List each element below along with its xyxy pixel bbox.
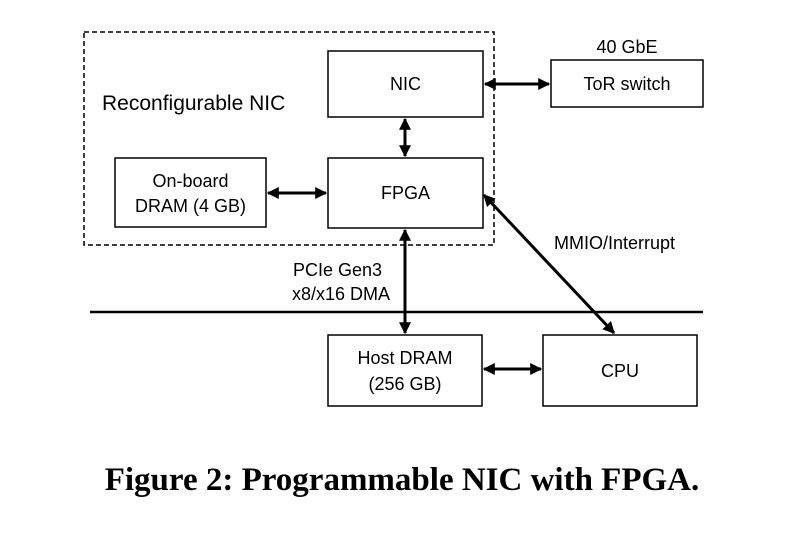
pcie-label-line1: PCIe Gen3 bbox=[293, 260, 382, 280]
host-dram-label-line2: (256 GB) bbox=[368, 374, 441, 394]
cpu-box bbox=[542, 334, 698, 407]
onboard-dram-label-line2: DRAM (4 GB) bbox=[135, 196, 246, 216]
tor-switch-box bbox=[550, 59, 704, 108]
cpu-label: CPU bbox=[601, 361, 639, 381]
fpga-box bbox=[327, 157, 484, 229]
nic-label: NIC bbox=[390, 74, 421, 94]
pcie-label-line2: x8/x16 DMA bbox=[292, 284, 390, 304]
fpga-label: FPGA bbox=[381, 183, 430, 203]
arrow-fpga-cpu bbox=[482, 193, 616, 335]
reconfigurable-nic-group bbox=[83, 31, 495, 246]
architecture-diagram: Reconfigurable NIC NIC 40 GbE ToR switch… bbox=[83, 31, 704, 407]
mmio-interrupt-label: MMIO/Interrupt bbox=[554, 233, 675, 253]
nic-box bbox=[327, 50, 484, 118]
figure-caption: Figure 2: Programmable NIC with FPGA. bbox=[104, 462, 700, 498]
host-dram-label-line1: Host DRAM bbox=[357, 348, 452, 368]
onboard-dram-box bbox=[114, 157, 267, 228]
group-label: Reconfigurable NIC bbox=[102, 92, 285, 115]
tor-switch-label: ToR switch bbox=[583, 74, 670, 94]
onboard-dram-label-line1: On-board bbox=[152, 171, 228, 191]
nic-tor-edge-label: 40 GbE bbox=[596, 37, 657, 57]
host-dram-box bbox=[327, 334, 483, 407]
